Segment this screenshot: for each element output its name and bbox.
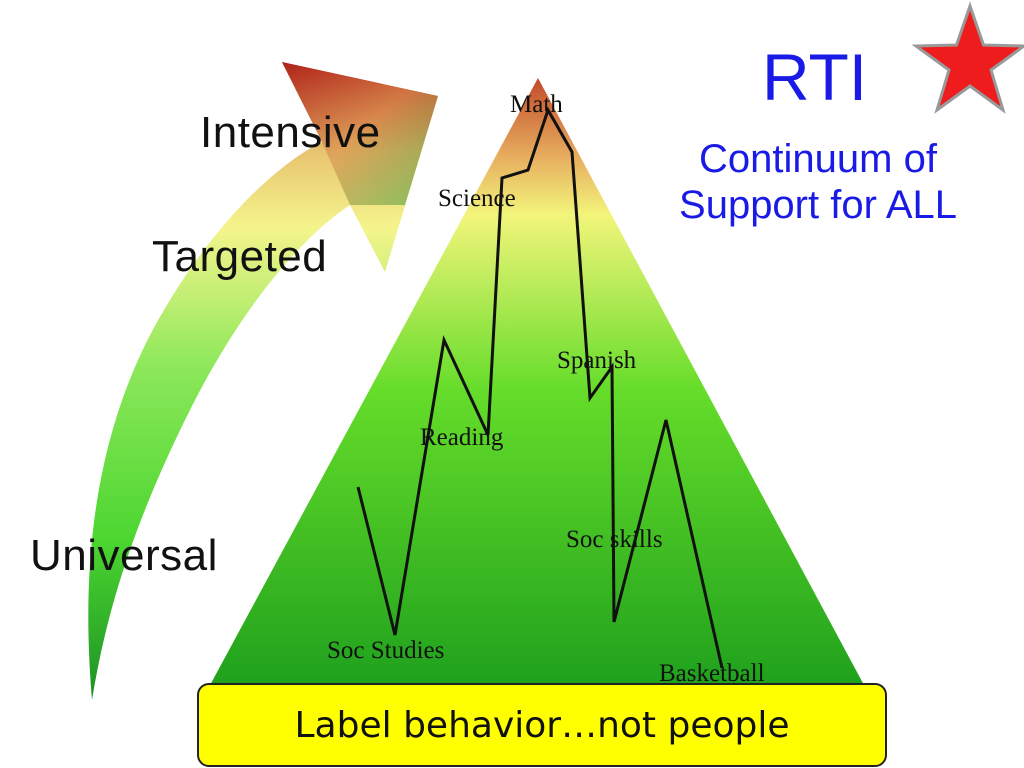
tier-label-targeted: Targeted: [152, 232, 328, 281]
rti-subtitle: Continuum of Support for ALL: [679, 137, 957, 227]
subject-soc-studies: Soc Studies: [327, 637, 445, 664]
tier-label-intensive: Intensive: [200, 108, 381, 157]
footer-text: Label behavior…not people: [294, 704, 790, 746]
performance-zigzag-line: [356, 106, 724, 669]
red-star-icon: [911, 1, 1024, 114]
subject-math: Math: [510, 91, 563, 118]
subject-spanish: Spanish: [557, 347, 637, 374]
rti-title: RTI: [762, 40, 868, 114]
curved-arrow-head-highlight: [282, 62, 438, 205]
footer-banner: Label behavior…not people: [197, 683, 887, 767]
subject-soc-skills: Soc skills: [566, 526, 663, 553]
subject-science: Science: [438, 185, 516, 212]
pyramid: [202, 78, 872, 700]
subject-basketball: Basketball: [659, 660, 765, 687]
tier-label-universal: Universal: [30, 531, 218, 580]
subject-reading: Reading: [420, 424, 504, 451]
